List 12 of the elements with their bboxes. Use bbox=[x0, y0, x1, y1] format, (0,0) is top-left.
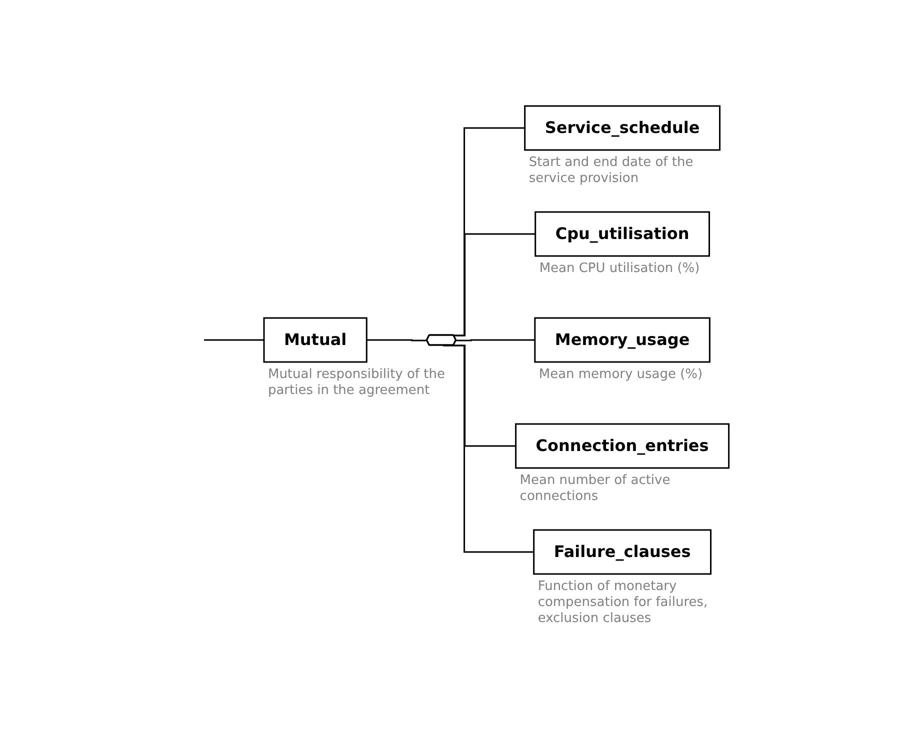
element-name: Connection_entries bbox=[536, 434, 709, 457]
description-text: Mean number of active connections bbox=[520, 472, 670, 504]
description-text: Mean CPU utilisation (%) bbox=[539, 260, 700, 276]
description-text: Mutual responsibility of the parties in the agreement bbox=[268, 366, 446, 398]
element-name: Service_schedule bbox=[544, 116, 700, 139]
element-name: Mutual bbox=[284, 328, 347, 350]
description-text: Function of monetary compensation for failures, exclusion clauses bbox=[538, 578, 708, 626]
element-name: Failure_clauses bbox=[554, 540, 691, 563]
element-name: Memory_usage bbox=[555, 328, 690, 351]
description-text: Mean memory usage (%) bbox=[539, 366, 703, 382]
description-text: Start and end date of the service provision bbox=[528, 154, 694, 186]
element-name: Cpu_utilisation bbox=[555, 222, 690, 245]
